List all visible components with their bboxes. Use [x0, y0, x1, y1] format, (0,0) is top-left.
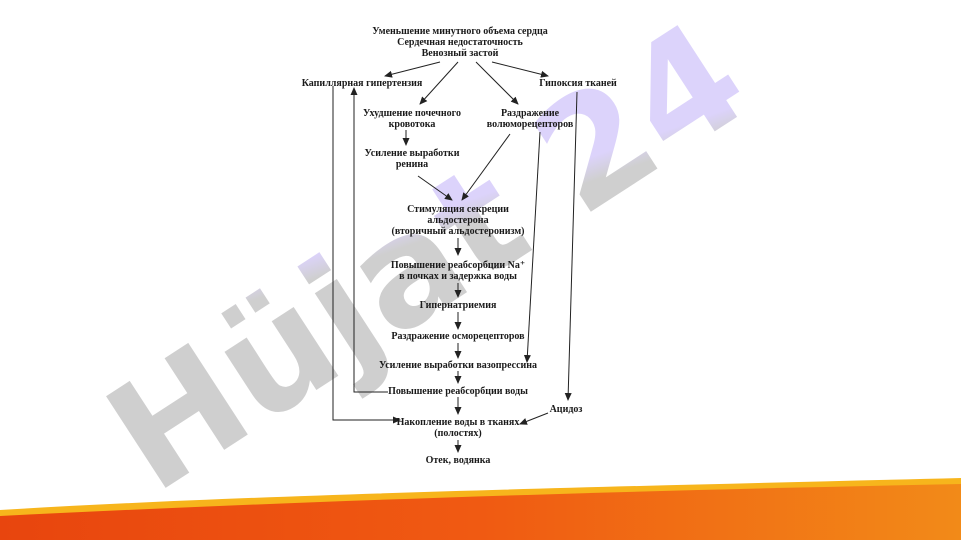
arrow-top-to-volume	[475, 61, 519, 105]
arrow-water-to-capillary	[350, 87, 388, 393]
node-sodium-reabsorption: Повышение реабсорбции Na⁺ в почках и зад…	[390, 260, 526, 282]
node-heart-failure: Уменьшение минутного объема сердца Серде…	[372, 26, 548, 59]
node-water-accumulation: Накопление воды в тканях (полостях)	[396, 417, 520, 439]
arrow-top-to-hypoxia	[491, 61, 549, 78]
node-renal-bloodflow: Ухудшение почечного кровотока	[363, 108, 461, 130]
node-hypernatremia: Гипернатриемия	[419, 300, 497, 311]
node-tissue-hypoxia: Гипоксия тканей	[539, 78, 617, 89]
node-osmoreceptors: Раздражение осморецепторов	[391, 331, 525, 342]
node-water-reabsorption: Повышение реабсорбции воды	[388, 386, 528, 397]
arrow-volume-to-vaso	[523, 131, 541, 363]
node-aldosterone: Стимуляция секреции альдостерона (вторич…	[391, 204, 525, 237]
arrow-acidosis-to-accum	[519, 412, 549, 425]
node-capillary-hypertension: Капиллярная гипертензия	[301, 78, 423, 89]
arrow-capillary-to-accum	[332, 86, 401, 424]
arrow-hypoxia-to-acidosis	[564, 91, 578, 401]
arrow-renin-to-aldo	[417, 175, 453, 201]
arrow-top-to-capillary	[384, 61, 441, 78]
node-renin: Усиление выработки ренина	[364, 148, 460, 170]
node-volume-receptors: Раздражение волюморецепторов	[486, 108, 574, 130]
node-edema: Отек, водянка	[425, 455, 491, 466]
arrow-volume-to-aldo	[461, 133, 511, 201]
footer-swoosh-orange	[0, 484, 961, 540]
arrow-top-to-renal	[419, 61, 459, 105]
node-acidosis: Ацидоз	[549, 404, 583, 415]
node-vasopressin: Усиление выработки вазопрессина	[378, 360, 538, 371]
